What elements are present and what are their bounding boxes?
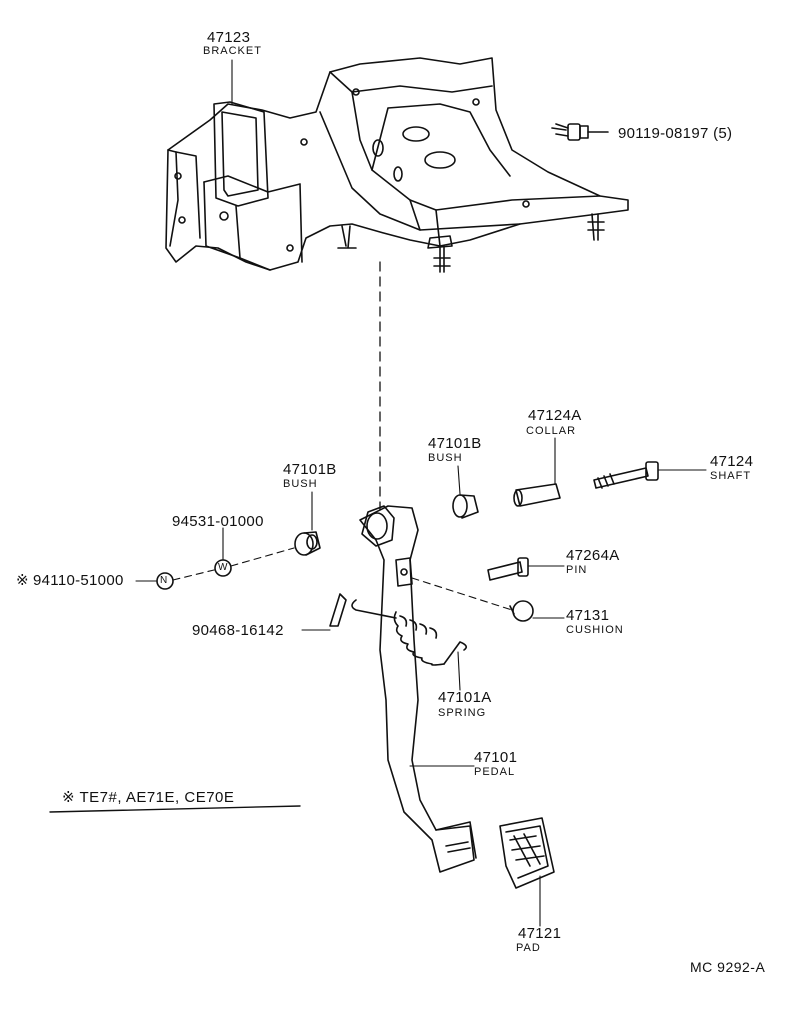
collar-part-name: COLLAR bbox=[526, 425, 577, 437]
cushion-illustration bbox=[509, 600, 534, 622]
spring-part-name: SPRING bbox=[438, 707, 487, 719]
shaft-illustration bbox=[593, 461, 659, 489]
bush-left-illustration bbox=[294, 531, 321, 556]
pedal-part-number: 47101 bbox=[474, 749, 518, 766]
bush-right-illustration bbox=[452, 494, 479, 519]
dash-pedal-cushion bbox=[411, 577, 513, 611]
bush-left-part-name: BUSH bbox=[283, 478, 318, 490]
shaft-part-name: SHAFT bbox=[710, 470, 752, 482]
clip-illustration bbox=[329, 593, 347, 627]
nut-part-prefix: ※ bbox=[16, 572, 29, 589]
pad-illustration bbox=[499, 817, 555, 889]
bush-left-part-number: 47101B bbox=[283, 461, 337, 478]
clip-part-number: 90468-16142 bbox=[192, 622, 284, 639]
bush-right-part-number: 47101B bbox=[428, 435, 482, 452]
nut-part-number: 94110-51000 bbox=[33, 572, 124, 589]
pad-part-number: 47121 bbox=[518, 925, 562, 942]
collar-illustration bbox=[513, 483, 561, 507]
pedal-part-name: PEDAL bbox=[474, 766, 516, 778]
bracket-illustration bbox=[165, 57, 629, 273]
bush-right-part-name: BUSH bbox=[428, 452, 463, 464]
pedal-illustration bbox=[359, 505, 477, 873]
spring-part-number: 47101A bbox=[438, 689, 492, 706]
leader-bush-right bbox=[457, 465, 461, 495]
dash-washer-bush bbox=[230, 547, 295, 567]
figure-code: MC 9292-A bbox=[690, 959, 766, 975]
washer-part-number: 94531-01000 bbox=[172, 513, 264, 530]
collar-part-number: 47124A bbox=[528, 407, 582, 424]
dash-nut-washer bbox=[172, 569, 215, 581]
pin-part-number: 47264A bbox=[566, 547, 620, 564]
bracket-part-name: BRACKET bbox=[203, 45, 262, 57]
pin-illustration bbox=[487, 557, 529, 581]
applicability-note: ※ TE7#, AE71E, CE70E bbox=[62, 789, 235, 806]
bolt-part-number: 90119-08197 (5) bbox=[618, 125, 733, 142]
cushion-part-number: 47131 bbox=[566, 607, 610, 624]
leader-spring bbox=[457, 651, 461, 691]
cushion-part-name: CUSHION bbox=[566, 624, 624, 636]
washer-symbol: W bbox=[218, 562, 228, 573]
shaft-part-number: 47124 bbox=[710, 453, 754, 470]
bracket-part-number: 47123 bbox=[207, 29, 251, 46]
nut-symbol: N bbox=[160, 575, 168, 586]
pin-part-name: PIN bbox=[566, 564, 588, 576]
spring-illustration bbox=[351, 599, 468, 666]
note-underline bbox=[49, 805, 301, 813]
pad-part-name: PAD bbox=[516, 942, 541, 954]
